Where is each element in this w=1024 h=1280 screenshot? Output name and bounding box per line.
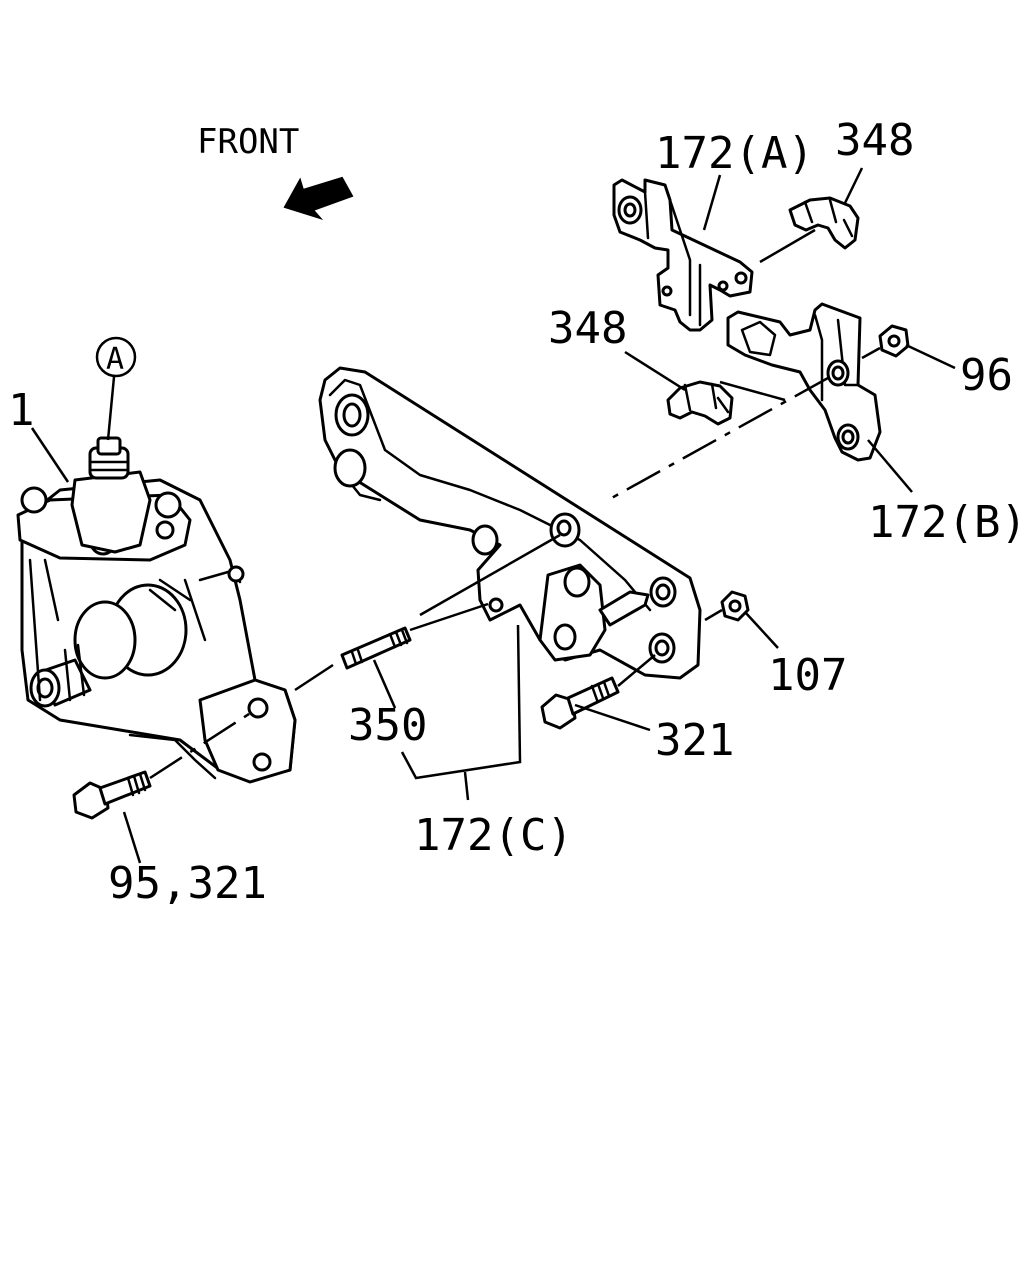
label-321: 321 [655, 715, 734, 766]
label-107: 107 [768, 650, 847, 701]
clip-348-mid [666, 380, 734, 426]
label-348-mid: 348 [548, 303, 627, 354]
bracket-172b [726, 302, 882, 462]
nut-96 [878, 324, 910, 358]
label-172a: 172(A) [655, 128, 814, 179]
label-a-circle: A [106, 342, 124, 377]
steering-gear-part [16, 436, 297, 784]
bolt-321 [540, 676, 620, 730]
label-96: 96 [960, 350, 1013, 401]
front-label: FRONT [197, 122, 299, 162]
label-348-top: 348 [835, 115, 914, 166]
clip-348-top [788, 196, 860, 250]
arrow-up-left-icon [283, 176, 354, 221]
stud-350 [340, 626, 412, 670]
nut-107 [720, 590, 750, 622]
bracket-172a [612, 178, 754, 332]
label-172b: 172(B) [868, 497, 1024, 548]
bracket-172c [318, 366, 702, 680]
label-1: 1 [8, 385, 35, 436]
bolt-95-321 [72, 770, 152, 820]
label-350: 350 [348, 700, 427, 751]
reference-a-circle [95, 336, 137, 378]
label-172c: 172(C) [414, 810, 573, 861]
label-95-321: 95,321 [108, 858, 267, 909]
